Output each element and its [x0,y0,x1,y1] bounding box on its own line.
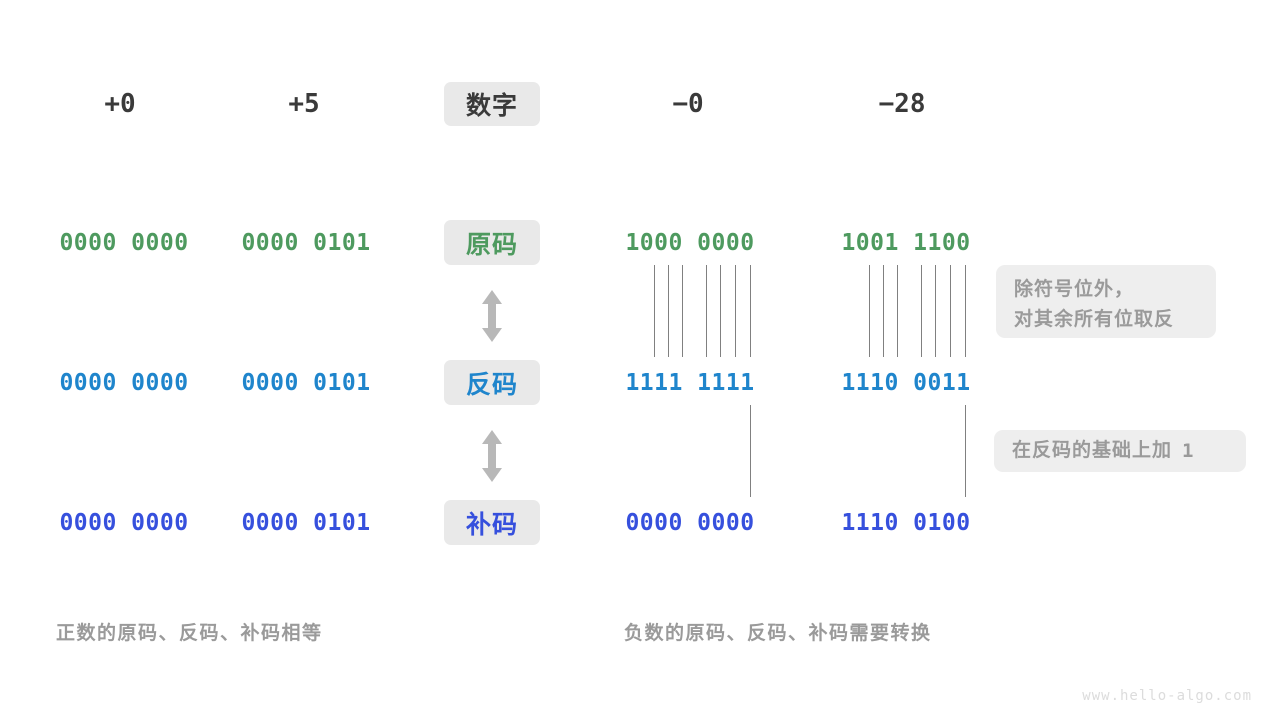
ones-complement-neg-0: 1111 1111 [625,370,755,396]
arrow-true-to-ones [478,288,506,349]
true-form-pos-0: 0000 0000 [59,230,189,256]
note-add-one: 在反码的基础上加 1 [994,430,1246,472]
header-value-pos-0: +0 [104,89,136,119]
addone-tick-neg28 [965,405,966,497]
invert-tick-neg0-3 [682,265,683,357]
twos-complement-pos-0: 0000 0000 [59,510,189,536]
invert-tick-neg0-2 [668,265,669,357]
caption-negative: 负数的原码、反码、补码需要转换 [624,623,932,644]
note-invert-bits: 除符号位外， 对其余所有位取反 [996,265,1216,338]
note-add-one-text: 在反码的基础上加 [1012,440,1173,461]
ones-complement-neg-28: 1110 0011 [841,370,971,396]
row-label-twos-complement: 补码 [444,500,540,545]
row-label-ones-complement: 反码 [444,360,540,405]
header-value-neg-28: −28 [878,89,926,119]
invert-tick-neg28-7 [965,265,966,357]
header-value-pos-5: +5 [288,89,320,119]
note-add-one-value: 1 [1182,440,1195,462]
invert-tick-neg28-5 [935,265,936,357]
invert-tick-neg28-4 [921,265,922,357]
invert-tick-neg28-6 [950,265,951,357]
ones-complement-pos-0: 0000 0000 [59,370,189,396]
ones-complement-pos-5: 0000 0101 [241,370,371,396]
invert-tick-neg0-4 [706,265,707,357]
twos-complement-neg-0: 0000 0000 [625,510,755,536]
twos-complement-neg-28: 1110 0100 [841,510,971,536]
site-watermark: www.hello-algo.com [1082,688,1252,704]
invert-tick-neg0-1 [654,265,655,357]
note-invert-bits-line2: 对其余所有位取反 [1014,309,1175,330]
true-form-neg-0: 1000 0000 [625,230,755,256]
header-value-neg-0: −0 [672,89,704,119]
invert-tick-neg0-6 [735,265,736,357]
invert-tick-neg28-2 [883,265,884,357]
arrow-ones-to-twos [478,428,506,489]
twos-complement-pos-5: 0000 0101 [241,510,371,536]
row-label-true-form: 原码 [444,220,540,265]
invert-tick-neg28-3 [897,265,898,357]
true-form-neg-28: 1001 1100 [841,230,971,256]
invert-tick-neg28-1 [869,265,870,357]
caption-positive: 正数的原码、反码、补码相等 [56,623,323,644]
addone-tick-neg0 [750,405,751,497]
row-label-number: 数字 [444,82,540,126]
note-invert-bits-line1: 除符号位外， [1014,279,1135,300]
true-form-pos-5: 0000 0101 [241,230,371,256]
invert-tick-neg0-5 [720,265,721,357]
invert-tick-neg0-7 [750,265,751,357]
